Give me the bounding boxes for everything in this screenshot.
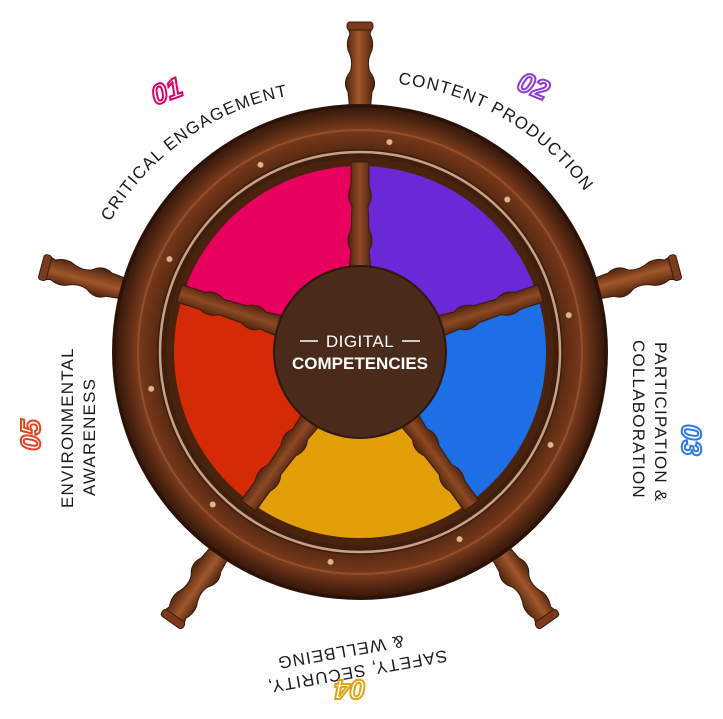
rim-rivets [148, 139, 572, 565]
rivet [547, 441, 554, 448]
label-03-line1: PARTICIPATION & [651, 342, 670, 502]
center-title: DIGITAL COMPETENCIES [292, 332, 428, 373]
wheel-hub [274, 266, 446, 438]
number-02: 02 [512, 65, 555, 108]
rivet [257, 161, 264, 168]
number-05: 05 [14, 418, 47, 452]
number-04-text: 04 [334, 674, 366, 705]
rivet [386, 139, 393, 146]
number-03-text: 03 [676, 424, 707, 456]
center-title-line1: DIGITAL [326, 332, 394, 351]
center-title-line2: COMPETENCIES [292, 354, 428, 373]
segment-04 [258, 419, 462, 538]
label-03-line2: COLLABORATION [629, 340, 648, 499]
number-03: 03 [675, 423, 708, 457]
rivet [209, 501, 216, 508]
handle-1 [344, 21, 376, 113]
rivet [456, 536, 463, 543]
ship-wheel-icon: DIGITAL COMPETENCIES [36, 21, 684, 632]
label-05: ENVIRONMENTAL AWARENESS [58, 347, 99, 508]
rivet [565, 312, 572, 319]
handle-5 [36, 252, 133, 305]
rivet [166, 256, 173, 263]
number-01-text: 01 [147, 71, 187, 111]
rivet [504, 196, 511, 203]
spoke-1 [347, 161, 373, 273]
number-02-text: 02 [513, 66, 554, 107]
number-04: 04 [333, 673, 367, 706]
label-05-line2: AWARENESS [80, 378, 99, 496]
label-03: PARTICIPATION & COLLABORATION [629, 340, 670, 502]
rivet [148, 385, 155, 392]
label-05-line1: ENVIRONMENTAL [58, 347, 77, 508]
handle-2 [587, 252, 684, 305]
rivet [327, 558, 334, 565]
number-01: 01 [146, 70, 188, 112]
number-05-text: 05 [15, 419, 46, 451]
